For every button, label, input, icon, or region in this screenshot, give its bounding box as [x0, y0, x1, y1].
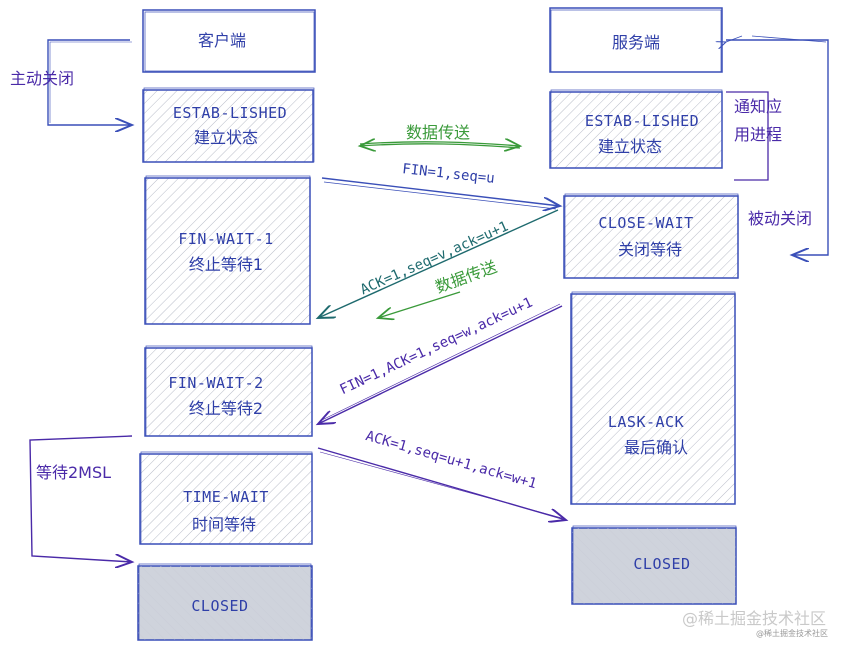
client-finwait2-label: FIN-WAIT-2: [168, 374, 263, 392]
server-established-box: ESTAB-LISHED 建立状态: [549, 89, 723, 169]
client-finwait2-cn: 终止等待2: [189, 399, 263, 418]
client-established-box: ESTAB-LISHED 建立状态: [142, 87, 315, 163]
server-closewait-label: CLOSE-WAIT: [598, 214, 693, 232]
watermark-text: @稀土掘金技术社区: [682, 609, 826, 628]
server-lastack-cn: 最后确认: [624, 438, 688, 457]
server-lastack-label: LASK-ACK: [608, 413, 684, 431]
client-timewait-cn: 时间等待: [192, 515, 256, 534]
client-finwait1-label: FIN-WAIT-1: [178, 230, 273, 248]
notify-app-label-1: 通知应: [734, 97, 782, 116]
client-estab-label: ESTAB-LISHED: [173, 104, 287, 122]
fin2-arrow: [318, 303, 563, 424]
data-transfer-top-arrow: [360, 142, 520, 148]
client-finwait2-box: FIN-WAIT-2 终止等待2: [144, 345, 313, 437]
active-close-bracket: [47, 39, 132, 125]
watermark-small-text: @稀土掘金技术社区: [756, 628, 828, 638]
fin2-label: FIN=1,ACK=1,seq=w,ack=u+1: [337, 295, 535, 399]
server-closed-label: CLOSED: [633, 555, 690, 573]
client-title: 客户端: [198, 31, 246, 50]
client-timewait-label: TIME-WAIT: [183, 488, 269, 506]
server-estab-label: ESTAB-LISHED: [585, 112, 699, 130]
server-closewait-cn: 关闭等待: [618, 240, 682, 259]
client-closed-box: CLOSED: [137, 563, 313, 641]
ack1-arrow: [318, 209, 559, 318]
server-header-box: 服务端: [549, 7, 723, 73]
active-close-label: 主动关闭: [10, 69, 74, 88]
notify-app-label-2: 用进程: [734, 125, 782, 144]
wait-2msl-bracket: [29, 435, 132, 562]
fin1-label: FIN=1,seq=u: [401, 161, 495, 187]
server-closewait-box: CLOSE-WAIT 关闭等待: [563, 193, 739, 279]
client-header-box: 客户端: [142, 9, 316, 73]
fin1-arrow: [321, 177, 560, 209]
server-lastack-box: LASK-ACK 最后确认: [570, 291, 736, 505]
ack2-label: ACK=1,seq=u+1,ack=w+1: [364, 428, 539, 492]
wait-2msl-label: 等待2MSL: [36, 463, 111, 482]
client-timewait-box: TIME-WAIT 时间等待: [139, 451, 313, 545]
client-estab-cn: 建立状态: [194, 128, 258, 147]
passive-close-label: 被动关闭: [748, 209, 812, 228]
passive-close-bracket: [726, 35, 829, 255]
server-closed-box: CLOSED: [571, 525, 737, 605]
ack2-arrow: [317, 447, 566, 520]
server-estab-cn: 建立状态: [598, 137, 662, 156]
client-closed-label: CLOSED: [191, 597, 248, 615]
client-finwait1-box: FIN-WAIT-1 终止等待1: [144, 175, 311, 325]
data-transfer-mid-arrow: [378, 291, 461, 318]
data-transfer-top-label: 数据传送: [406, 123, 470, 142]
client-finwait1-cn: 终止等待1: [189, 255, 263, 274]
notify-app-bracket: [726, 91, 769, 181]
server-title: 服务端: [612, 33, 660, 52]
